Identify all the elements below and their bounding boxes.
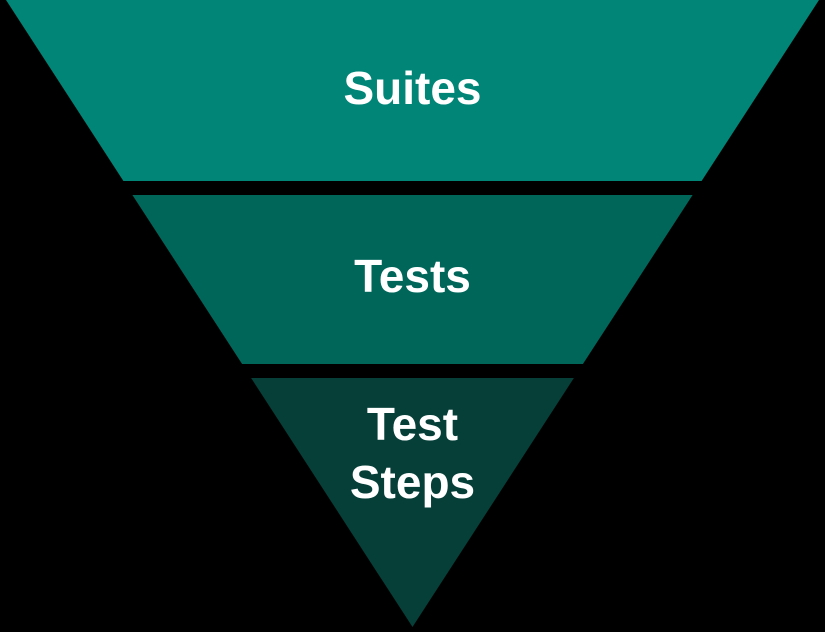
funnel-segment-test-steps-label-line2: Steps	[350, 456, 475, 508]
funnel-segment-test-steps-label-line1: Test	[367, 398, 458, 450]
funnel-segment-test-steps	[251, 378, 574, 627]
funnel-segment-tests-label: Tests	[354, 250, 471, 302]
funnel-segment-tests	[132, 195, 693, 364]
funnel-segment-suites	[6, 0, 819, 181]
funnel-segment-suites-label: Suites	[343, 62, 481, 114]
